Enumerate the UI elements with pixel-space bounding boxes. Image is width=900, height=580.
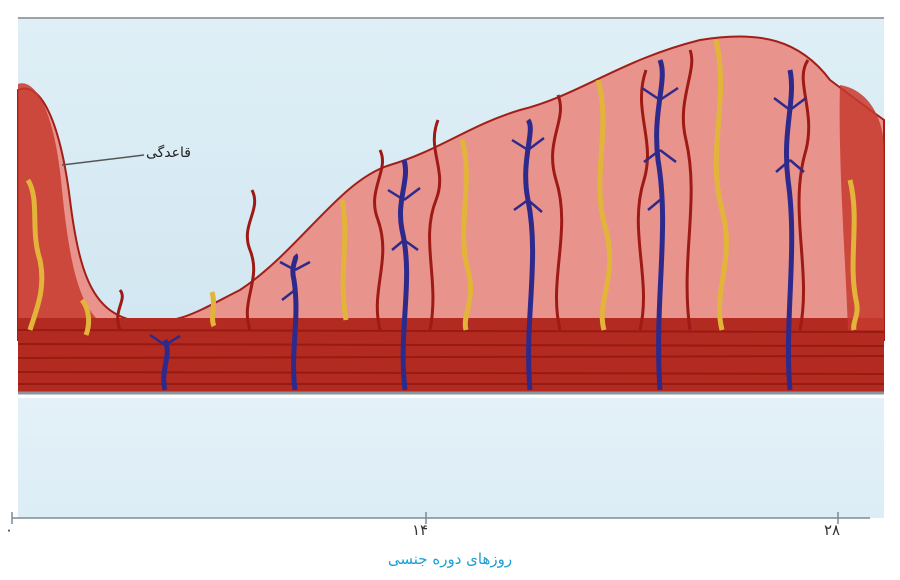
tick-label-14: ۱۴ [412,521,428,539]
tick-label-28: ۲۸ [824,521,840,539]
label-menstruation: قاعدگی [146,145,191,161]
lower-panel [18,398,884,518]
muscle-layer [18,318,884,392]
axis-caption: روزهای دوره جنسی [0,550,900,568]
tick-label-0: ۰ [5,521,13,539]
